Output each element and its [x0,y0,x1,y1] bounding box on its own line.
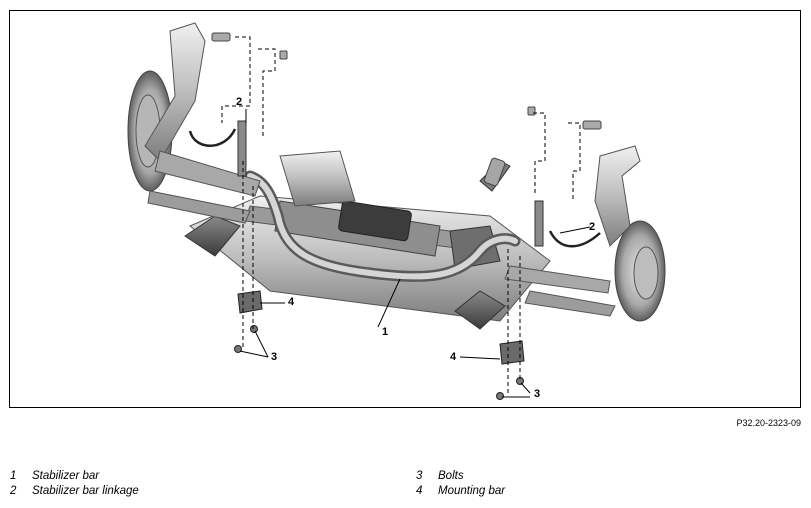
callout-4-right: 4 [450,351,457,363]
legend-label: Mounting bar [438,485,506,497]
callout-3-right: 3 [534,388,541,400]
callout-4-left: 4 [288,296,295,308]
steering-gear [274,150,511,270]
legend-label: Stabilizer bar linkage [32,485,139,497]
legend-item: 3 Bolts [416,470,505,485]
callout-2-right: 2 [589,221,596,233]
callout-2-left: 2 [236,96,243,108]
right-wheel-carrier [504,145,666,322]
mounting-bars [237,290,525,365]
assembly-lines [221,36,581,396]
legend-number: 3 [416,470,423,482]
left-wheel-carrier [127,22,261,224]
legend-item: 4 Mounting bar [416,485,505,500]
bolts [211,32,602,400]
legend-item: 1 Stabilizer bar [10,470,139,485]
stabilizer-bar-linkage [237,120,544,247]
callout-3-left: 3 [271,351,278,363]
illustration-frame: 2 2 1 3 3 4 4 [9,10,801,408]
legend-right: 3 Bolts 4 Mounting bar [416,470,505,500]
stabilizer-bar [244,170,521,282]
leader-lines [239,109,591,398]
legend-label: Bolts [438,470,464,482]
figure-code: P32.20-2323-09 [736,418,801,428]
legend-number: 1 [10,470,17,482]
legend-item: 2 Stabilizer bar linkage [10,485,139,500]
legend-number: 2 [10,485,17,497]
front-axle-illustration [127,22,666,400]
legend-number: 4 [416,485,423,497]
legend-left: 1 Stabilizer bar 2 Stabilizer bar linkag… [10,470,139,500]
callout-1: 1 [382,326,389,338]
legend-label: Stabilizer bar [32,470,100,482]
